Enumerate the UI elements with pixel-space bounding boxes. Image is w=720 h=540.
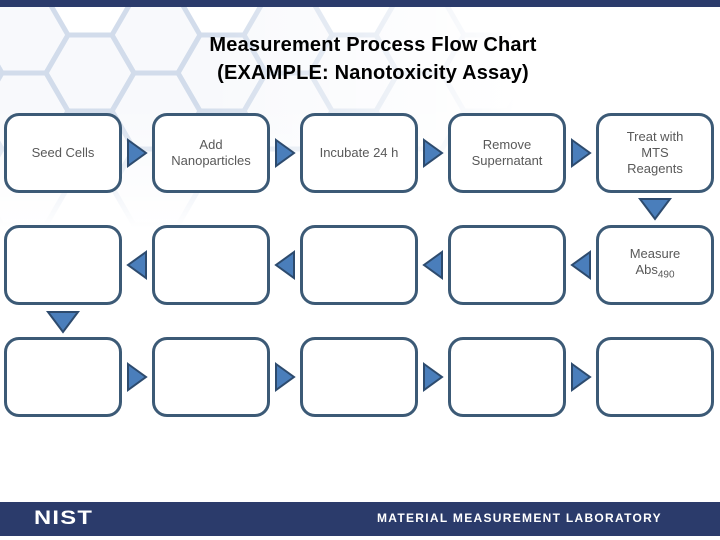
abs-text: Abs <box>635 262 658 278</box>
flow-box-add-nanoparticles: Add Nanoparticles <box>152 113 270 193</box>
nist-logo: NIST <box>34 508 94 529</box>
abs-subscript: 490 <box>657 269 675 281</box>
arrow-right-icon <box>127 138 148 168</box>
flow-box-remove-supernatant: Remove Supernatant <box>448 113 566 193</box>
top-accent-bar <box>0 0 720 7</box>
flow-box-empty-r3c5 <box>596 337 714 417</box>
arrow-right-icon <box>571 138 592 168</box>
flow-box-empty-r3c3 <box>300 337 418 417</box>
flow-box-label: Seed Cells <box>31 145 95 160</box>
arrow-right-icon <box>571 362 592 392</box>
arrow-down-icon <box>46 311 80 334</box>
flow-box-empty-r3c2 <box>152 337 270 417</box>
flow-box-label: Remove <box>482 137 532 152</box>
flow-box-label: Measure <box>629 246 681 262</box>
arrow-left-icon <box>126 250 147 280</box>
flow-box-empty-r2c2 <box>152 225 270 305</box>
flow-box-label: Treat with <box>626 129 684 144</box>
flow-box-label: Abs490 <box>635 262 674 284</box>
flow-box-seed-cells: Seed Cells <box>4 113 122 193</box>
footer-bar <box>0 502 720 536</box>
arrow-right-icon <box>423 362 444 392</box>
arrow-right-icon <box>127 362 148 392</box>
flow-box-treat-mts: Treat with MTS Reagents <box>596 113 714 193</box>
flow-box-label: Supernatant <box>471 153 543 168</box>
arrow-left-icon <box>422 250 443 280</box>
flow-box-label: Incubate 24 h <box>319 145 399 160</box>
flow-box-label: MTS <box>641 145 669 160</box>
flow-box-label: Reagents <box>627 161 683 176</box>
flow-box-empty-r2c4 <box>448 225 566 305</box>
flow-box-empty-r3c4 <box>448 337 566 417</box>
lab-name-text: MATERIAL MEASUREMENT LABORATORY <box>377 511 662 525</box>
flow-box-label: Nanoparticles <box>171 153 251 168</box>
arrow-left-icon <box>570 250 591 280</box>
slide-title: Measurement Process Flow Chart (EXAMPLE:… <box>13 31 720 87</box>
flow-box-label: Add <box>199 137 223 152</box>
slide-title-line1: Measurement Process Flow Chart <box>209 34 537 56</box>
flow-box-empty-r2c1 <box>4 225 122 305</box>
arrow-right-icon <box>275 138 296 168</box>
slide-title-line2: (EXAMPLE: Nanotoxicity Assay) <box>217 62 529 84</box>
arrow-right-icon <box>423 138 444 168</box>
arrow-right-icon <box>275 362 296 392</box>
flow-box-incubate: Incubate 24 h <box>300 113 418 193</box>
arrow-down-icon <box>638 198 672 221</box>
arrow-left-icon <box>274 250 295 280</box>
flow-box-measure-abs: Measure Abs490 <box>596 225 714 305</box>
flow-box-empty-r3c1 <box>4 337 122 417</box>
flow-box-empty-r2c3 <box>300 225 418 305</box>
